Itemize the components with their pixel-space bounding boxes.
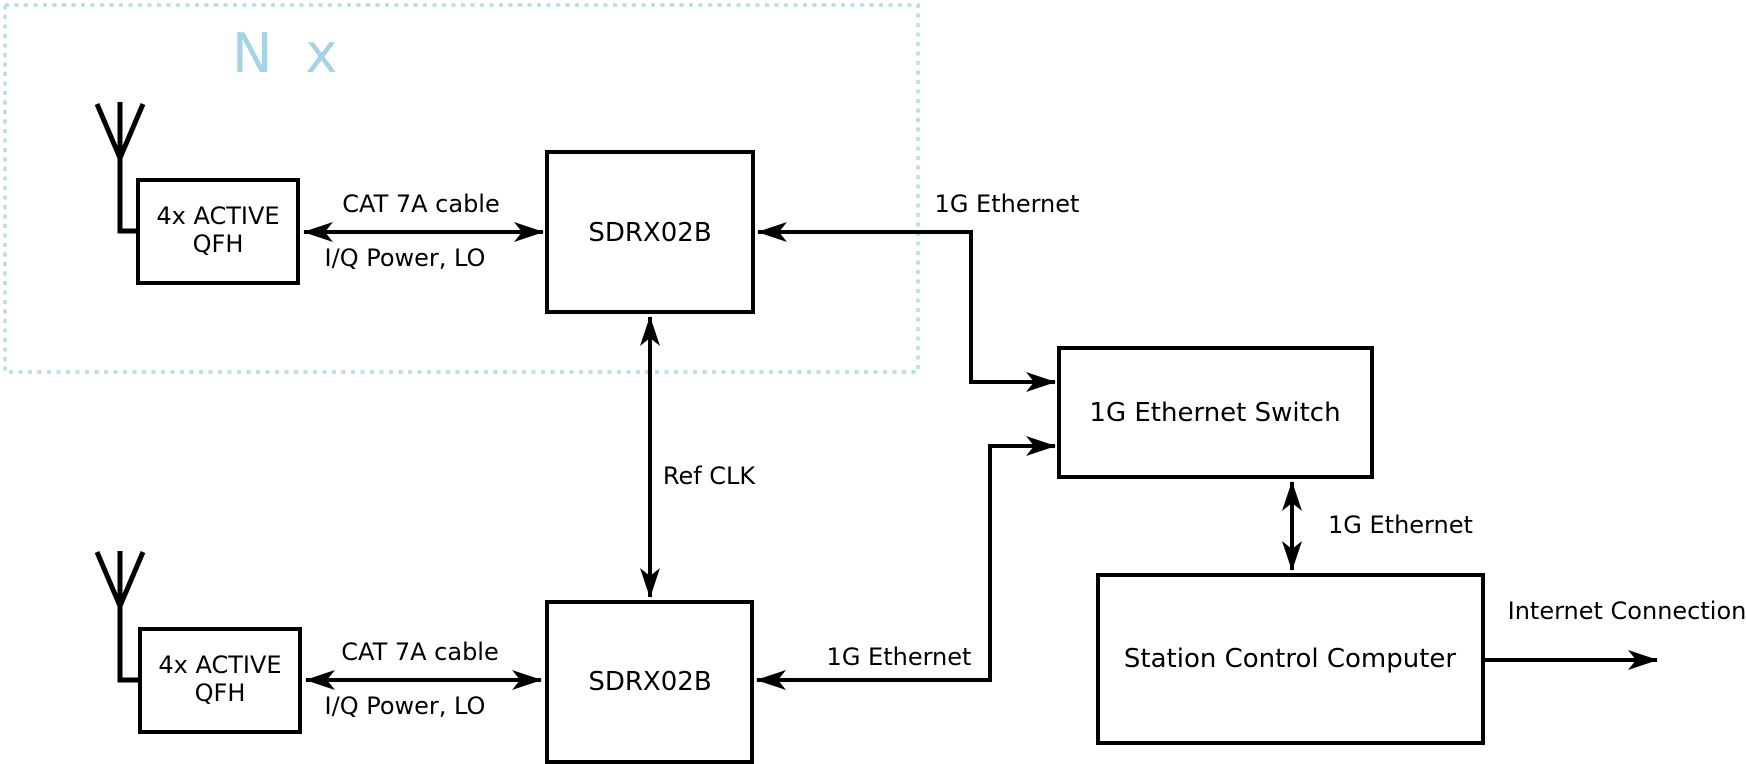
switch-computer-ethernet-label: 1G Ethernet (1328, 511, 1473, 539)
ethernet-switch-box (1057, 346, 1374, 479)
qfh-label-bottom-line2: QFH (195, 679, 246, 707)
ethernet-label-top: 1G Ethernet (935, 190, 1080, 218)
qfh-label-top-line1: 4x ACTIVE (156, 202, 279, 230)
qfh-box-bottom (138, 627, 302, 734)
qfh-box-top (136, 178, 300, 285)
station-computer-box (1096, 573, 1485, 745)
antenna-icon-bottom (94, 551, 146, 683)
cat7a-label-bottom: CAT 7A cable (341, 638, 499, 666)
sdrx-label-bottom: SDRX02B (588, 667, 711, 697)
ethernet-arrow-top (757, 222, 1056, 392)
qfh-label-bottom-line1: 4x ACTIVE (158, 651, 281, 679)
iq-power-lo-label-bottom: I/Q Power, LO (325, 692, 486, 720)
replication-group-border (3, 3, 920, 374)
ref-clk-label: Ref CLK (663, 462, 757, 490)
ethernet-switch-label: 1G Ethernet Switch (1089, 398, 1340, 428)
iq-power-lo-label-top: I/Q Power, LO (325, 244, 486, 272)
sdrx-label-top: SDRX02B (588, 218, 711, 248)
qfh-label-top-line2: QFH (193, 230, 244, 258)
antenna-icon-top (94, 102, 146, 234)
cat7a-label-top: CAT 7A cable (342, 190, 500, 218)
station-computer-label: Station Control Computer (1124, 644, 1457, 674)
internet-connection-label: Internet Connection (1508, 597, 1746, 625)
ethernet-label-bottom: 1G Ethernet (827, 643, 972, 671)
group-multiplier-label: N x (232, 22, 346, 85)
sdrx-box-top (545, 150, 755, 314)
ethernet-arrow-bottom (756, 436, 1056, 690)
sdrx-box-bottom (545, 600, 754, 764)
